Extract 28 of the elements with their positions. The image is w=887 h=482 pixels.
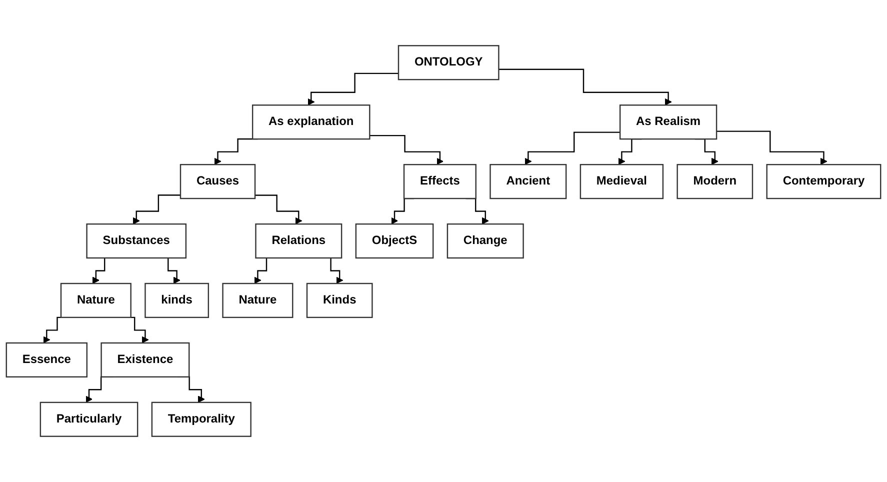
node-box: ObjectS (355, 223, 434, 259)
node-box: Existence (100, 342, 190, 378)
node-box: As Realism (619, 104, 718, 140)
node-box: Causes (180, 164, 256, 200)
node-box: Substances (86, 223, 187, 259)
node-box: ONTOLOGY (398, 45, 500, 80)
arrow (308, 72, 398, 106)
arrow (524, 132, 620, 165)
node-box: Nature (222, 282, 294, 318)
node-box: As explanation (252, 104, 370, 140)
node-box: Kinds (306, 282, 373, 318)
node-box: Ancient (490, 164, 567, 200)
node-box: Essence (6, 342, 88, 378)
node-box: Change (446, 223, 524, 259)
node-box: Effects (403, 164, 476, 200)
node-box: Relations (255, 223, 342, 259)
node-box: Contemporary (766, 164, 882, 200)
node-box: Particularly (40, 402, 138, 437)
node-box: Modern (676, 164, 754, 200)
node-box: Medieval (580, 164, 664, 200)
arrow (370, 134, 444, 165)
arrow (132, 194, 180, 224)
arrow (255, 194, 302, 224)
node-box: Nature (60, 282, 132, 318)
node-box: Temporality (151, 402, 252, 437)
node-box: kinds (144, 282, 210, 318)
arrow (716, 130, 828, 165)
arrow (498, 68, 672, 106)
